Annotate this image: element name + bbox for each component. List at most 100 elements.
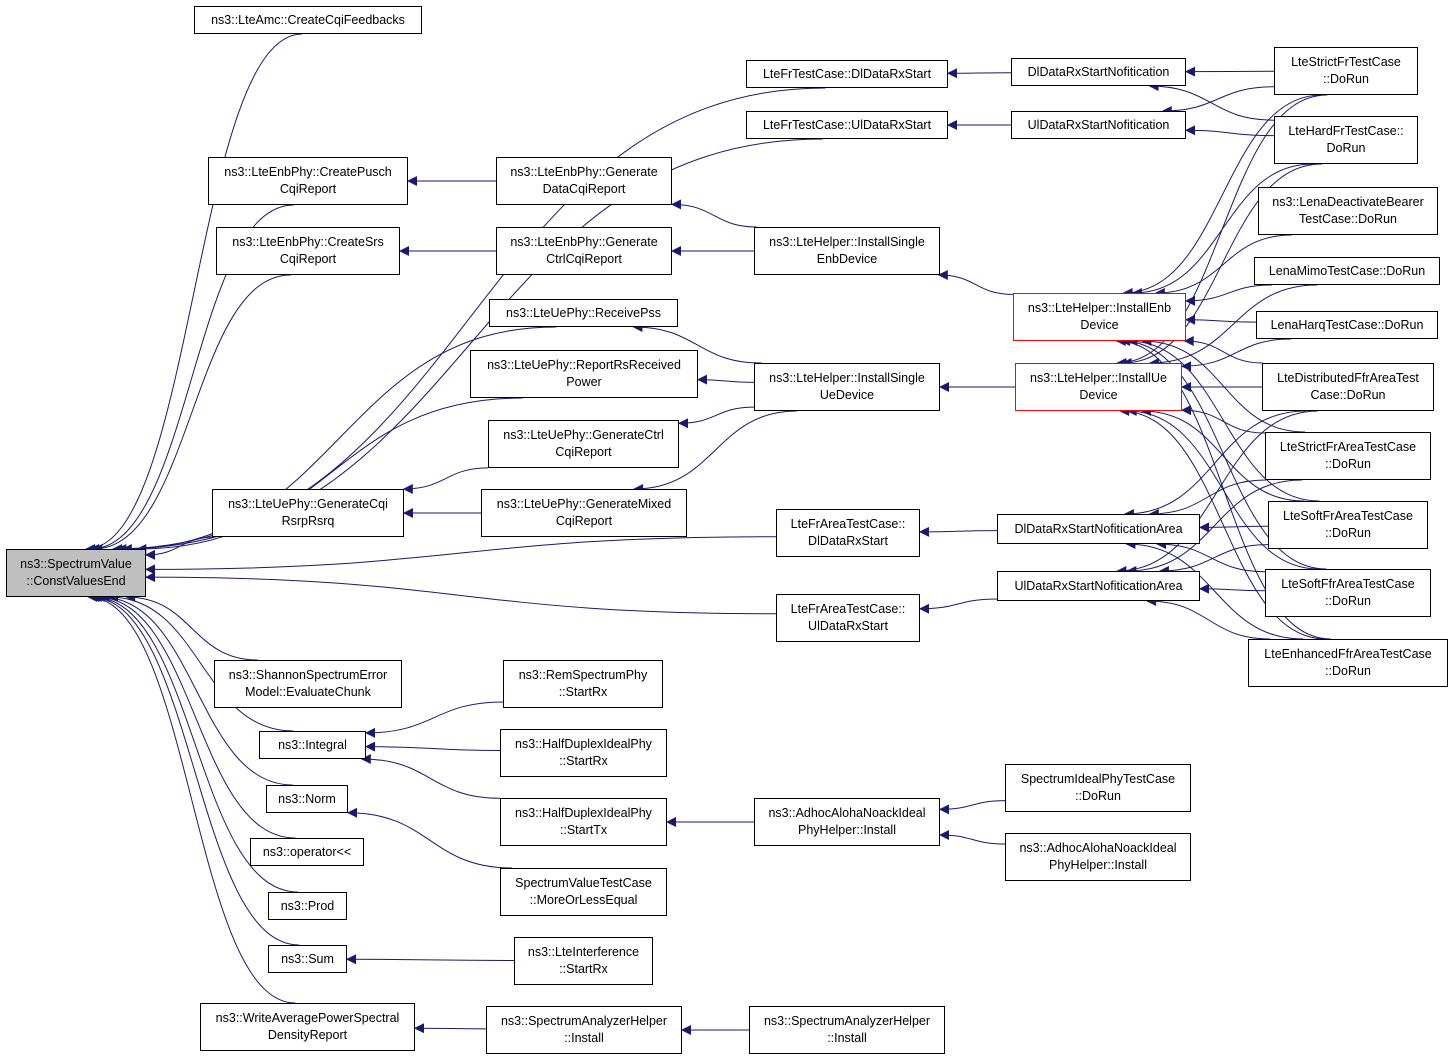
node-dldatarxstartnofitication[interactable]: DlDataRxStartNofitication xyxy=(1011,58,1186,86)
node-ltefrareatestcase-uldatarxstart[interactable]: LteFrAreaTestCase::UlDataRxStart xyxy=(776,594,920,642)
edge-reportRs-to-root xyxy=(136,397,523,554)
edge-softFrArea-to-ulNotifArea xyxy=(1158,544,1269,576)
node-label-line: UlDataRxStartNofitication xyxy=(1027,117,1170,132)
node-label-line: DlDataRxStartNofitication xyxy=(1027,64,1170,79)
node-ltesoftffrareatestcase-dorun[interactable]: LteSoftFfrAreaTestCase::DoRun xyxy=(1265,569,1431,617)
node-label-line: ns3::RemSpectrumPhy xyxy=(518,668,648,682)
edge-createSrs-to-root xyxy=(92,274,291,554)
node-ltehardfrtestcase-dorun[interactable]: LteHardFrTestCase::DoRun xyxy=(1274,116,1418,164)
node-label-line: TestCase::DoRun xyxy=(1299,212,1397,226)
node-lenamimotestcase-dorun[interactable]: LenaMimoTestCase::DoRun xyxy=(1254,257,1440,285)
node-label-line: ns3::LenaDeactivateBearer xyxy=(1272,195,1424,209)
edge-moreOrLess-to-norm xyxy=(347,807,513,869)
edge-remStartRx-to-integral xyxy=(365,701,504,738)
node-lteenhancedffrareatestcase-dorun[interactable]: LteEnhancedFfrAreaTestCase::DoRun xyxy=(1248,639,1448,687)
node-norm[interactable]: ns3::Norm xyxy=(266,785,348,813)
node-label-line: PhyHelper::Install xyxy=(798,823,896,837)
node-label-line: CtrlCqiReport xyxy=(546,252,622,266)
node-label-line: ns3::operator<< xyxy=(262,844,352,859)
node-label-line: LteSoftFfrAreaTestCase xyxy=(1281,577,1415,591)
node-label-line: ns3::AdhocAlohaNoackIdeal xyxy=(768,806,926,820)
edge-installSingleUe-to-receivePss xyxy=(632,322,762,364)
node-dldatarxstartnofiticationarea[interactable]: DlDataRxStartNofiticationArea xyxy=(997,514,1200,544)
node-spectrumanalyzerhelper-install-2[interactable]: ns3::SpectrumAnalyzerHelper::Install xyxy=(749,1006,945,1054)
node-lenaharqtestcase-dorun[interactable]: LenaHarqTestCase::DoRun xyxy=(1256,311,1438,339)
node-spectrumanalyzerhelper-install[interactable]: ns3::SpectrumAnalyzerHelper::Install xyxy=(486,1006,682,1054)
node-integral[interactable]: ns3::Integral xyxy=(259,731,366,759)
node-label-line: DoRun xyxy=(1326,141,1366,155)
edge-installSingleUe-to-ueGenCtrl xyxy=(678,406,755,429)
node-label-line: ::DoRun xyxy=(1075,789,1121,803)
node-label-line: ns3::LteEnbPhy::Generate xyxy=(510,235,658,249)
node-label-line: ::DoRun xyxy=(1325,457,1371,471)
node-label-line: ns3::LteInterference xyxy=(527,945,640,959)
node-label-line: ns3::LteUePhy::ReceivePss xyxy=(506,305,661,320)
node-spectrumvalue-constvaluesend[interactable]: ns3::SpectrumValue::ConstValuesEnd xyxy=(6,549,146,597)
edge-lenaMimo-to-installUe xyxy=(1148,284,1318,368)
node-lteinterference-startrx[interactable]: ns3::LteInterference::StartRx xyxy=(514,937,653,985)
node-label-line: Device xyxy=(1080,318,1119,332)
node-uldatarxstartnofitication[interactable]: UlDataRxStartNofitication xyxy=(1011,111,1186,139)
node-spectrumidealphytestcase-dorun[interactable]: SpectrumIdealPhyTestCase::DoRun xyxy=(1005,764,1191,812)
node-label-line: CqiReport xyxy=(555,514,613,528)
node-label-line: UlDataRxStartNofiticationArea xyxy=(1014,578,1183,593)
edge-frAreaUl-to-root xyxy=(145,572,777,615)
node-label-line: ns3::Prod xyxy=(280,898,335,913)
node-spectrumvaluetestcase-moreorlessequal[interactable]: SpectrumValueTestCase::MoreOrLessEqual xyxy=(500,868,667,916)
edge-strictFrDoRun-to-installUe xyxy=(1116,94,1328,368)
node-ltesoftfrareatestcase-dorun[interactable]: LteSoftFrAreaTestCase::DoRun xyxy=(1268,501,1428,549)
node-remspectrumphy-startrx[interactable]: ns3::RemSpectrumPhy::StartRx xyxy=(503,660,663,708)
edge-distFfr-to-ulNotifArea xyxy=(1116,410,1318,576)
edge-installSingleUe-to-ueGenMixed xyxy=(633,410,797,494)
edge-dlNotif-to-frDlRx xyxy=(947,68,1012,79)
node-label-line: DataCqiReport xyxy=(542,182,626,196)
node-label-line: ::DoRun xyxy=(1325,526,1371,540)
edge-adhocInstall2-to-adhocInstall xyxy=(939,830,1006,845)
node-uldatarxstartnofiticationarea[interactable]: UlDataRxStartNofiticationArea xyxy=(997,571,1200,601)
node-ltestrictfrareatestcase-dorun[interactable]: LteStrictFrAreaTestCase::DoRun xyxy=(1265,432,1431,480)
node-ltefrtestcase-uldatarxstart[interactable]: LteFrTestCase::UlDataRxStart xyxy=(746,111,948,139)
node-label-line: DlDataRxStart xyxy=(808,534,888,548)
node-ltefrareatestcase-dldatarxstart[interactable]: LteFrAreaTestCase::DlDataRxStart xyxy=(776,509,920,557)
edge-softFrArea-to-installEnb xyxy=(1127,336,1320,502)
node-halfduplexidealphy-starttx[interactable]: ns3::HalfDuplexIdealPhy::StartTx xyxy=(500,798,667,846)
node-sum[interactable]: ns3::Sum xyxy=(268,945,347,973)
edge-shannon-to-root xyxy=(125,592,258,661)
node-label-line: Model::EvaluateChunk xyxy=(245,685,371,699)
node-ltestrictfrtestcase-dorun[interactable]: LteStrictFrTestCase::DoRun xyxy=(1274,47,1418,95)
node-prod[interactable]: ns3::Prod xyxy=(268,892,347,920)
node-label-line: LteHardFrTestCase:: xyxy=(1288,124,1404,138)
edge-writeAvg-to-root xyxy=(87,592,296,1004)
edge-lteInterf-to-sum xyxy=(346,954,515,965)
node-halfduplexidealphy-startrx[interactable]: ns3::HalfDuplexIdealPhy::StartRx xyxy=(500,729,667,777)
node-lteamc-createcqifeedbacks[interactable]: ns3::LteAmc::CreateCqiFeedbacks xyxy=(194,6,422,34)
node-label-line: ::StartRx xyxy=(559,962,608,976)
edge-enhancedFfr-to-installUe xyxy=(1119,406,1327,640)
edge-ulNotifArea-to-frAreaUl xyxy=(919,598,998,614)
node-lteuephy-receivepss[interactable]: ns3::LteUePhy::ReceivePss xyxy=(489,299,678,327)
node-label-line: ns3::LteUePhy::ReportRsReceived xyxy=(487,358,681,372)
node-ltefrtestcase-dldatarxstart[interactable]: LteFrTestCase::DlDataRxStart xyxy=(746,60,948,88)
edge-spectrumIdealDoRun-to-adhocInstall xyxy=(939,800,1006,815)
edge-softFfrArea-to-ulNotifArea xyxy=(1199,583,1266,594)
edge-norm-to-root xyxy=(99,592,293,786)
node-operator-shift-left[interactable]: ns3::operator<< xyxy=(250,838,364,866)
